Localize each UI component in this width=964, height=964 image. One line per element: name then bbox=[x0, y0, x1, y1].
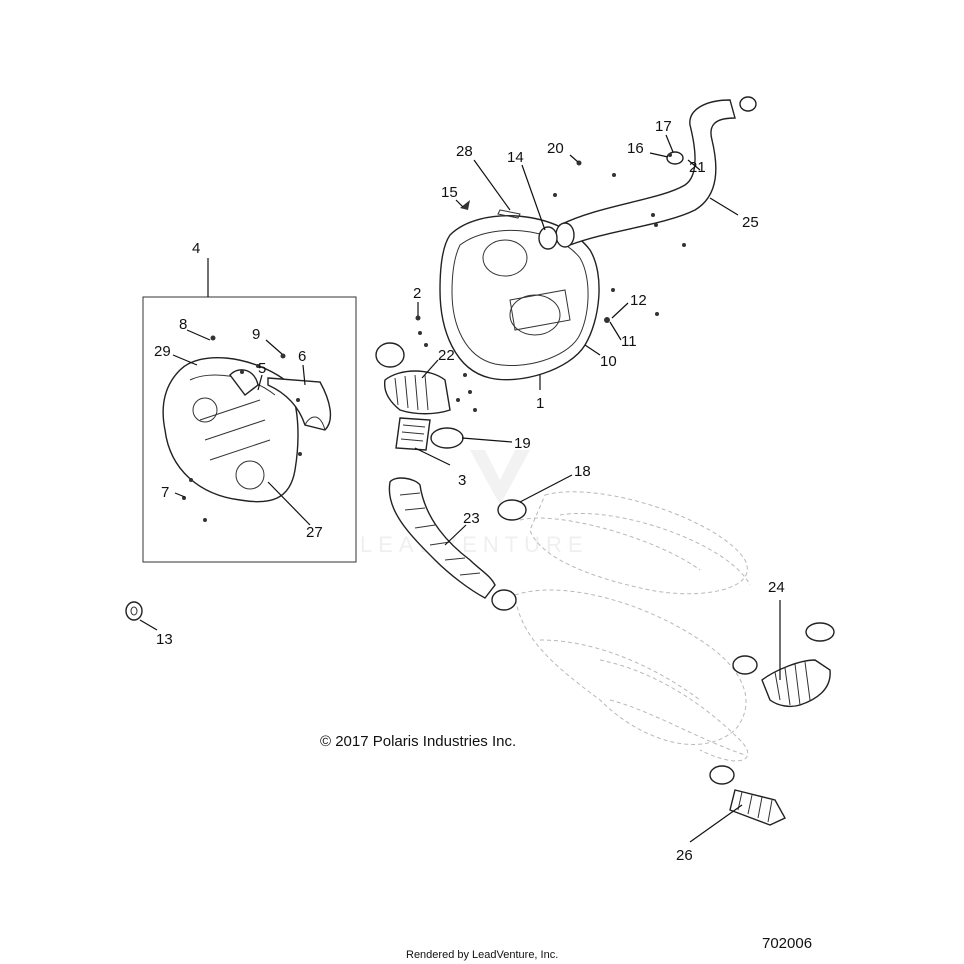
clamp-18[interactable] bbox=[497, 499, 527, 521]
callout-16[interactable]: 16 bbox=[627, 140, 644, 157]
callout-19[interactable]: 19 bbox=[514, 435, 531, 452]
callout-29[interactable]: 29 bbox=[154, 343, 171, 360]
callout-18[interactable]: 18 bbox=[574, 463, 591, 480]
clip-15[interactable] bbox=[460, 200, 470, 210]
callout-22[interactable]: 22 bbox=[438, 347, 455, 364]
callout-15[interactable]: 15 bbox=[441, 184, 458, 201]
clamp-2-ring[interactable] bbox=[375, 342, 405, 368]
copyright-text: © 2017 Polaris Industries Inc. bbox=[320, 733, 516, 750]
clamp-24-ring[interactable] bbox=[805, 622, 835, 642]
callout-21[interactable]: 21 bbox=[689, 159, 706, 176]
watermark-logo: LEADVENTURE bbox=[360, 450, 589, 557]
ghost-parts bbox=[514, 491, 751, 762]
rendered-by-text: Rendered by LeadVenture, Inc. bbox=[406, 949, 558, 961]
leader-lines bbox=[139, 134, 781, 843]
diagram-number: 702006 bbox=[762, 935, 812, 952]
clamp-14[interactable] bbox=[538, 226, 558, 250]
intake-filter[interactable] bbox=[395, 417, 431, 451]
callout-24[interactable]: 24 bbox=[768, 579, 785, 596]
callout-11[interactable]: 11 bbox=[621, 333, 637, 350]
callout-23[interactable]: 23 bbox=[463, 510, 480, 527]
callout-4[interactable]: 4 bbox=[192, 240, 200, 257]
label-28[interactable] bbox=[497, 209, 521, 219]
callout-8[interactable]: 8 bbox=[179, 316, 187, 333]
inner-fasteners bbox=[182, 335, 302, 522]
callout-labels: 1 2 3 5 6 7 8 9 10 11 12 13 14 15 16 17 … bbox=[154, 118, 785, 864]
callout-10[interactable]: 10 bbox=[600, 353, 617, 370]
washer-13[interactable] bbox=[125, 601, 143, 621]
inner-clutch-cover[interactable] bbox=[162, 356, 299, 503]
callout-26[interactable]: 26 bbox=[676, 847, 693, 864]
clamp-24-lower[interactable] bbox=[732, 655, 758, 675]
clamp-19[interactable] bbox=[430, 427, 464, 449]
callout-25[interactable]: 25 bbox=[742, 214, 759, 231]
callout-27[interactable]: 27 bbox=[306, 524, 323, 541]
clamp-26[interactable] bbox=[709, 765, 735, 785]
clamp-lower[interactable] bbox=[491, 589, 517, 611]
callout-7[interactable]: 7 bbox=[161, 484, 169, 501]
callout-3[interactable]: 3 bbox=[458, 472, 466, 489]
callout-1[interactable]: 1 bbox=[536, 395, 544, 412]
outer-clutch-cover[interactable] bbox=[439, 215, 600, 381]
callout-13[interactable]: 13 bbox=[156, 631, 173, 648]
callout-2[interactable]: 2 bbox=[413, 285, 421, 302]
callout-14[interactable]: 14 bbox=[507, 149, 524, 166]
intake-duct-23[interactable] bbox=[388, 477, 496, 599]
duct-24[interactable] bbox=[732, 622, 835, 708]
callout-12[interactable]: 12 bbox=[630, 292, 647, 309]
duct-26[interactable] bbox=[709, 765, 786, 826]
inner-cover-assembly-box bbox=[142, 296, 357, 563]
callout-20[interactable]: 20 bbox=[547, 140, 564, 157]
inlet-duct[interactable] bbox=[375, 342, 451, 415]
watermark-text: LEADVENTURE bbox=[360, 532, 589, 557]
callout-17[interactable]: 17 bbox=[655, 118, 672, 135]
callout-6[interactable]: 6 bbox=[298, 348, 306, 365]
callout-5[interactable]: 5 bbox=[258, 360, 266, 377]
inner-duct-piece[interactable] bbox=[267, 377, 332, 431]
callout-9[interactable]: 9 bbox=[252, 326, 260, 343]
callout-28[interactable]: 28 bbox=[456, 143, 473, 160]
